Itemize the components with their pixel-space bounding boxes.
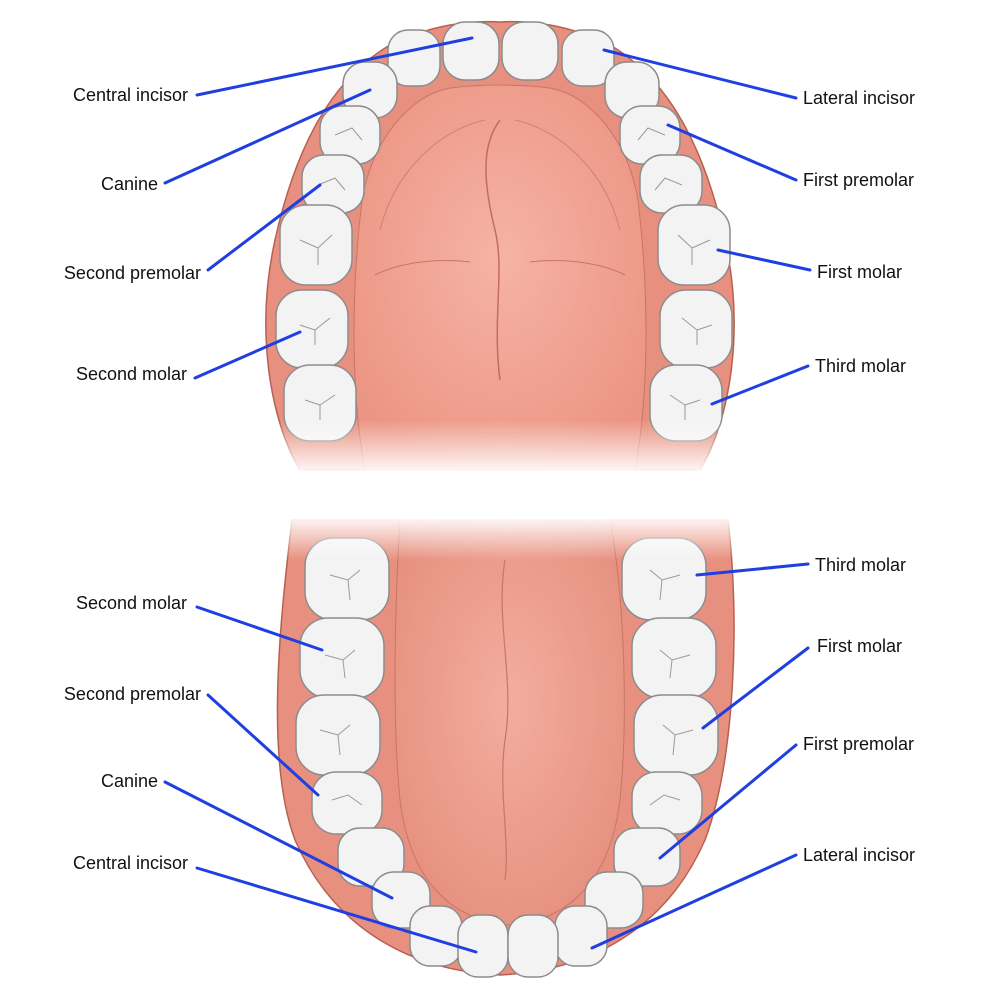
label-upper-first-premolar: First premolar — [803, 170, 914, 190]
label-lower-canine: Canine — [101, 771, 158, 791]
palate-fold-right — [514, 119, 621, 231]
leader-lower-canine — [163, 780, 394, 900]
leader-lower-lateral-incisor — [590, 853, 798, 950]
palate-ridge-right — [529, 260, 626, 276]
leader-upper-second-molar — [193, 330, 302, 380]
label-lower-lateral-incisor: Lateral incisor — [803, 845, 915, 865]
leader-upper-first-premolar — [666, 123, 798, 182]
leader-lower-second-molar — [195, 605, 324, 652]
lower-teeth — [295, 537, 719, 978]
label-upper-central-incisor: Central incisor — [73, 85, 188, 105]
leader-upper-lateral-incisor — [602, 48, 798, 100]
lower-tooth — [613, 827, 681, 887]
lower-tooth — [311, 771, 383, 835]
upper-tooth — [501, 21, 559, 81]
lower-tongue — [394, 519, 625, 926]
upper-palate — [353, 84, 647, 471]
labels: Central incisor Canine Second premolar S… — [64, 85, 915, 873]
label-upper-lateral-incisor: Lateral incisor — [803, 88, 915, 108]
label-lower-first-premolar: First premolar — [803, 734, 914, 754]
lower-tooth — [457, 914, 509, 978]
leader-lower-first-molar — [701, 646, 810, 730]
label-upper-canine: Canine — [101, 174, 158, 194]
palate-ridge-left — [374, 260, 471, 276]
leader-upper-first-molar — [716, 248, 812, 272]
upper-tooth — [561, 29, 615, 87]
palate-fold-left — [379, 119, 486, 231]
leader-upper-canine — [163, 88, 372, 185]
palate-raphe — [485, 119, 501, 381]
lower-tooth — [299, 617, 385, 699]
leader-upper-second-premolar — [206, 183, 322, 272]
leader-upper-third-molar — [710, 364, 810, 406]
leader-lower-second-premolar — [206, 693, 320, 797]
leader-lower-third-molar — [695, 562, 810, 577]
label-upper-second-premolar: Second premolar — [64, 263, 201, 283]
lower-tooth — [554, 905, 608, 967]
leader-upper-central-incisor — [195, 36, 474, 97]
tongue-midline — [501, 559, 509, 881]
upper-tooth — [657, 204, 731, 286]
label-lower-first-molar: First molar — [817, 636, 902, 656]
upper-tooth — [442, 21, 500, 81]
label-upper-first-molar: First molar — [817, 262, 902, 282]
lower-fade — [250, 515, 750, 560]
lower-tooth — [631, 771, 703, 835]
upper-tooth — [387, 29, 441, 87]
label-lower-third-molar: Third molar — [815, 555, 906, 575]
upper-jaw — [250, 20, 750, 475]
label-upper-second-molar: Second molar — [76, 364, 187, 384]
upper-tooth-grooves — [299, 127, 713, 420]
leader-lines — [163, 36, 812, 954]
label-lower-second-molar: Second molar — [76, 593, 187, 613]
label-lower-central-incisor: Central incisor — [73, 853, 188, 873]
lower-tooth-grooves — [319, 569, 694, 806]
label-lower-second-premolar: Second premolar — [64, 684, 201, 704]
lower-jaw — [250, 515, 750, 978]
lower-tooth — [631, 617, 717, 699]
label-upper-third-molar: Third molar — [815, 356, 906, 376]
upper-fade — [250, 420, 750, 475]
leader-lower-first-premolar — [658, 743, 798, 860]
leader-lower-central-incisor — [195, 866, 478, 954]
lower-tooth — [507, 914, 559, 978]
upper-tooth — [279, 204, 353, 286]
